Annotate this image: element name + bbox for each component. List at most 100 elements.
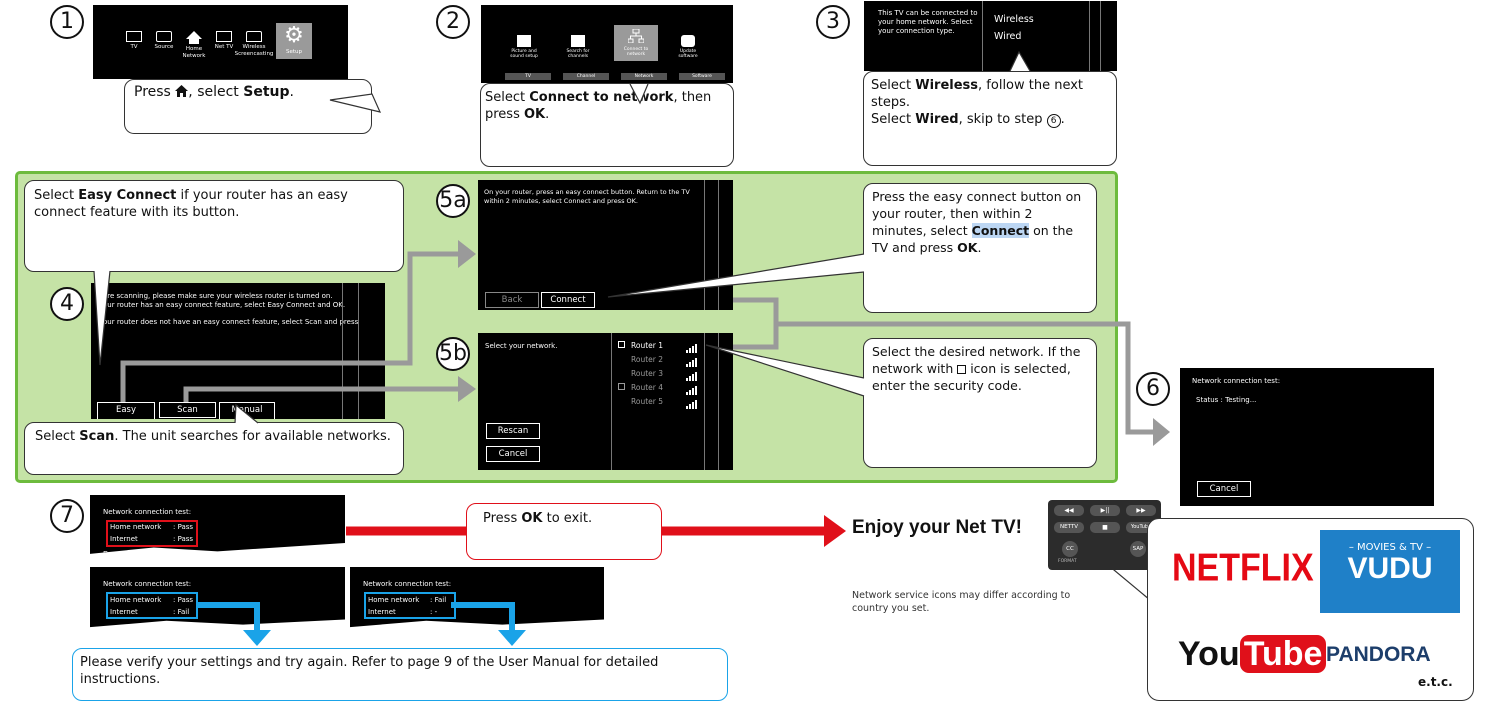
test-status: Status : Testing... <box>1196 396 1257 404</box>
enjoy-net-tv-title: Enjoy your Net TV! <box>852 517 1022 538</box>
network-tile: Connect to network <box>614 25 658 61</box>
verify-settings-bubble: Please verify your settings and try agai… <box>72 648 728 701</box>
step5a-instruction-bubble: Press the easy connect button on your ro… <box>863 183 1097 313</box>
home-icon: Home Network <box>179 31 209 60</box>
internet-label: Internet <box>110 608 138 616</box>
home-icon <box>175 85 189 102</box>
lock-icon <box>618 341 625 348</box>
step-ref-6: 6 <box>1046 114 1061 128</box>
signal-icon <box>686 395 698 409</box>
stop-button[interactable]: ■ <box>1090 522 1120 533</box>
step-number-5b: 5b <box>436 337 470 371</box>
easy-connect-button[interactable]: Easy Connect <box>97 402 155 419</box>
rescan-button[interactable]: Rescan <box>486 423 540 439</box>
download-speed: Download speed : 350k <box>103 550 186 558</box>
signal-icon <box>686 367 698 381</box>
cancel-test-button[interactable]: Cancel <box>1197 481 1251 497</box>
internet-label: Internet <box>110 535 138 543</box>
tab-software: Software <box>679 73 725 80</box>
router-item[interactable]: Router 1 <box>618 339 698 353</box>
service-icons-note: Network service icons may differ accordi… <box>852 590 1071 614</box>
network-icon <box>627 28 645 44</box>
source-icon: Source <box>149 31 179 60</box>
vudu-logo: – MOVIES & TV – VUDU <box>1320 530 1460 613</box>
step-number-7: 7 <box>50 499 84 533</box>
etc-label: e.t.c. <box>1418 675 1453 689</box>
home-network-value: : Pass <box>173 523 194 531</box>
router-item[interactable]: Router 4 <box>618 381 698 395</box>
step5b-network-list-screen: Select your network. Router 1 Router 2 R… <box>478 333 733 470</box>
test-result-network-fail-screen: Network connection test: Home network : … <box>350 567 604 628</box>
connect-button[interactable]: Connect <box>541 292 595 308</box>
test-title: Network connection test: <box>1192 377 1281 385</box>
wireless-icon: Wireless Screencasting <box>235 31 273 60</box>
tv-icon: TV <box>119 31 149 60</box>
router-item[interactable]: Router 2 <box>618 353 698 367</box>
step1-home-menu-screen: TV Source Home Network Net TV Wireless S… <box>93 5 348 79</box>
step-number-2: 2 <box>436 5 470 39</box>
rewind-button[interactable]: ◀◀ <box>1054 505 1084 516</box>
result-title: Network connection test: <box>363 580 452 588</box>
signal-icon <box>686 353 698 367</box>
network-list-title: Select your network. <box>485 342 558 350</box>
internet-value: : Fail <box>173 608 190 616</box>
step-number-1: 1 <box>50 5 84 39</box>
nettv-button[interactable]: NETTV <box>1054 522 1084 533</box>
cc-button[interactable]: CC <box>1062 541 1078 557</box>
gear-icon: ⚙ <box>284 23 304 48</box>
press-ok-bubble: Press OK to exit. <box>466 503 662 560</box>
result-highlight <box>106 520 198 547</box>
home-network-label: Home network <box>110 596 162 604</box>
step-number-4: 4 <box>50 287 84 321</box>
result-title: Network connection test: <box>103 508 192 516</box>
back-button[interactable]: Back <box>485 292 539 308</box>
tab-network: Network <box>621 73 667 80</box>
signal-icon <box>686 381 698 395</box>
test-result-pass-screen: Network connection test: Home network : … <box>90 495 345 558</box>
cancel-button[interactable]: Cancel <box>486 446 540 462</box>
internet-value: : - <box>430 608 438 616</box>
option-wired: Wired <box>994 31 1022 42</box>
step4-easy-connect-bubble: Select Easy Connect if your router has a… <box>24 180 404 272</box>
router-item[interactable]: Router 5 <box>618 395 698 409</box>
step-number-6: 6 <box>1136 372 1170 406</box>
search-icon: Search for channels <box>563 35 593 59</box>
home-network-label: Home network <box>110 523 162 531</box>
step5b-instruction-bubble: Select the desired network. If the netwo… <box>863 338 1097 468</box>
format-label: FORMAT <box>1058 559 1077 564</box>
remote-control: ◀◀ ▶|| ▶▶ NETTV ■ YouTube CC SAP FORMAT <box>1048 500 1161 570</box>
option-wireless: Wireless <box>994 14 1034 25</box>
step5a-easy-connect-screen: On your router, press an easy connect bu… <box>478 180 733 310</box>
step-number-3: 3 <box>816 5 850 39</box>
step4-scan-bubble: Select Scan. The unit searches for avail… <box>24 422 404 475</box>
lock-icon <box>957 365 967 374</box>
scan-text-3: our router does not have an easy connect… <box>103 318 359 326</box>
sap-button[interactable]: SAP <box>1130 541 1146 557</box>
signal-icon <box>686 339 698 353</box>
play-pause-button[interactable]: ▶|| <box>1090 505 1120 516</box>
picture-icon: Picture and sound setup <box>509 35 539 59</box>
connection-type-prompt: This TV can be connected to your home ne… <box>878 9 978 35</box>
step2-instruction-bubble: Select Connect to network, then press OK… <box>480 83 734 167</box>
router-item[interactable]: Router 3 <box>618 367 698 381</box>
result-title: Network connection test: <box>103 580 192 588</box>
tab-tv: TV <box>505 73 551 80</box>
update-icon: Update software <box>673 35 703 59</box>
step3-connection-type-screen: This TV can be connected to your home ne… <box>864 1 1117 71</box>
scan-button[interactable]: Scan <box>159 402 216 418</box>
step-number-5a: 5a <box>436 184 470 218</box>
step2-setup-menu-screen: Picture and sound setup Search for chann… <box>481 5 733 83</box>
manual-entry-button[interactable]: Manual entry <box>219 402 275 419</box>
step6-connection-test-screen: Network connection test: Status : Testin… <box>1180 368 1434 506</box>
netflix-logo: NETFLIX <box>1172 546 1314 590</box>
fast-forward-button[interactable]: ▶▶ <box>1126 505 1156 516</box>
scan-text-1: ore scanning, please make sure your wire… <box>103 292 333 300</box>
step3-instruction-bubble: Select Wireless, follow the next steps. … <box>863 71 1117 166</box>
step1-instruction-bubble: Press , select Setup. <box>124 79 372 134</box>
test-result-internet-fail-screen: Network connection test: Home network : … <box>90 567 345 628</box>
youtube-button[interactable]: YouTube <box>1126 522 1156 533</box>
internet-value: : Pass <box>173 535 194 543</box>
tab-channel: Channel <box>563 73 609 80</box>
